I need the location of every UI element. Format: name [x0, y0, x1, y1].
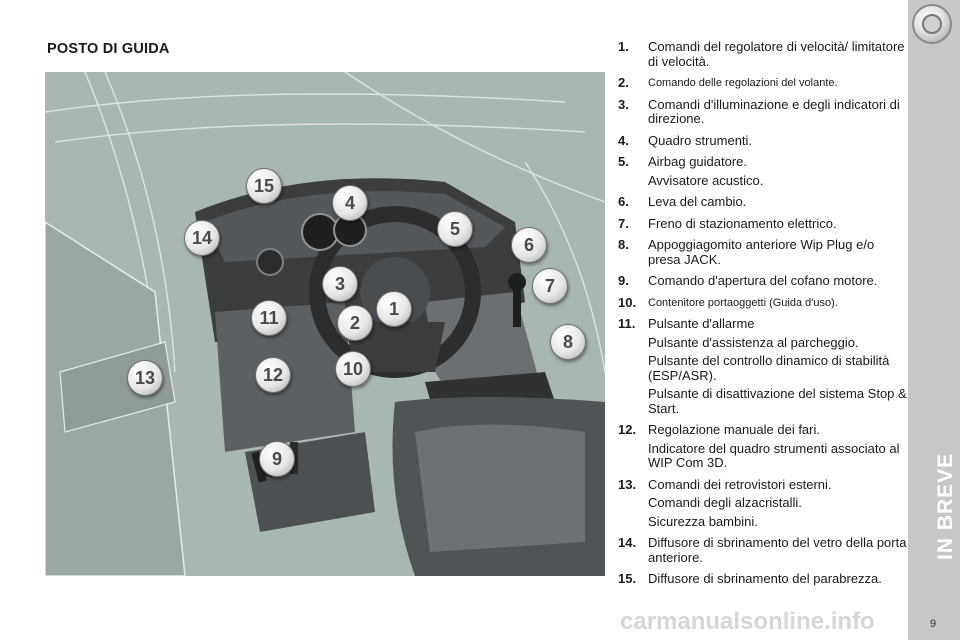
legend-text: Quadro strumenti.: [648, 132, 753, 148]
legend-text: Pulsante d'assistenza al parcheggio.: [648, 334, 859, 350]
legend-text: Comandi del regolatore di velocità/ limi…: [648, 39, 905, 69]
legend-text: Comandi d'illuminazione e degli indicato…: [648, 96, 900, 126]
legend-number: 1.: [618, 39, 629, 54]
legend-item-5: 5. Airbag guidatore. Avvisatore acustico…: [618, 154, 908, 188]
legend-item-11: 11. Pulsante d'allarme Pulsante d'assist…: [618, 316, 908, 416]
legend-text: Comando delle regolazioni del volante.: [648, 77, 838, 89]
callout-10: 10: [335, 351, 371, 387]
legend-item-9: 9. Comando d'apertura del cofano motore.: [618, 273, 908, 289]
legend-item-4: 4. Quadro strumenti.: [618, 132, 908, 149]
legend-text: Comandi degli alzacristalli.: [648, 495, 802, 510]
callout-13: 13: [127, 360, 163, 396]
legend-text: Airbag guidatore.: [648, 154, 748, 169]
callout-7: 7: [532, 268, 568, 304]
legend-number: 2.: [618, 75, 629, 90]
legend-number: 10.: [618, 294, 637, 310]
legend-item-3: 3. Comandi d'illuminazione e degli indic…: [618, 96, 908, 127]
legend-item-14: 14. Diffusore di sbrinamento del vetro d…: [618, 535, 908, 565]
legend-text: Appoggiagomito anteriore Wip Plug e/o pr…: [648, 237, 875, 267]
legend-text: Freno di stazionamento elettrico.: [648, 215, 837, 231]
legend-item-2: 2. Comando delle regolazioni del volante…: [618, 75, 908, 91]
legend-text: Diffusore di sbrinamento del parabrezza.: [648, 571, 882, 586]
legend-text: Comando d'apertura del cofano motore.: [648, 273, 878, 288]
section-sidebar: [908, 0, 960, 640]
legend-item-8: 8. Appoggiagomito anteriore Wip Plug e/o…: [618, 237, 908, 267]
legend-item-7: 7. Freno di stazionamento elettrico.: [618, 215, 908, 232]
callout-1: 1: [376, 291, 412, 327]
callout-11: 11: [251, 300, 287, 336]
legend-text: Pulsante di disattivazione del sistema S…: [648, 386, 907, 416]
dashboard-illustration: 15 4 14 5 6 3 7 11 2 1 8 12 10 13 9: [45, 72, 605, 576]
legend-item-10: 10. Contenitore portaoggetti (Guida d'us…: [618, 294, 908, 311]
legend-text: Pulsante d'allarme: [648, 316, 755, 331]
legend-number: 4.: [618, 132, 629, 148]
legend-number: 8.: [618, 237, 629, 252]
callout-9: 9: [259, 441, 295, 477]
legend-number: 5.: [618, 154, 629, 169]
legend-text: Leva del cambio.: [648, 194, 747, 209]
callout-2: 2: [337, 305, 373, 341]
page-title: POSTO DI GUIDA: [47, 41, 170, 57]
legend-text: Diffusore di sbrinamento del vetro della…: [648, 535, 907, 565]
legend-number: 3.: [618, 96, 629, 112]
legend-number: 9.: [618, 273, 629, 288]
legend-number: 15.: [618, 571, 637, 586]
legend-text: Contenitore portaoggetti (Guida d'uso).: [648, 296, 838, 309]
legend-text: Sicurezza bambini.: [648, 513, 758, 529]
legend-text: Avvisatore acustico.: [648, 172, 764, 188]
legend-item-15: 15. Diffusore di sbrinamento del parabre…: [618, 571, 908, 587]
legend-number: 14.: [618, 535, 637, 550]
callout-4: 4: [332, 185, 368, 221]
legend-text: Indicatore del quadro strumenti associat…: [648, 440, 900, 470]
callout-5: 5: [437, 211, 473, 247]
callout-12: 12: [255, 357, 291, 393]
legend-list: 1. Comandi del regolatore di velocità/ l…: [618, 39, 908, 594]
legend-item-13: 13. Comandi dei retrovistori esterni. Co…: [618, 476, 908, 530]
legend-number: 12.: [618, 422, 637, 437]
callout-15: 15: [246, 168, 282, 204]
page-number: 9: [929, 618, 937, 630]
callout-6: 6: [511, 227, 547, 263]
legend-number: 7.: [618, 215, 629, 231]
callout-8: 8: [550, 324, 586, 360]
watermark: carmanualsonline.info: [620, 608, 875, 635]
callout-14: 14: [184, 220, 220, 256]
legend-number: 11.: [618, 316, 636, 331]
section-title: IN BREVE: [934, 452, 957, 560]
legend-number: 13.: [618, 476, 637, 492]
legend-text: Regolazione manuale dei fari.: [648, 422, 820, 437]
legend-item-6: 6. Leva del cambio.: [618, 194, 908, 210]
cockpit-drawing: [45, 72, 605, 576]
callout-3: 3: [322, 266, 358, 302]
binder-ring-icon: [912, 4, 952, 44]
legend-text: Pulsante del controllo dinamico di stabi…: [648, 353, 890, 383]
legend-number: 6.: [618, 194, 629, 209]
legend-item-12: 12. Regolazione manuale dei fari. Indica…: [618, 422, 908, 471]
legend-item-1: 1. Comandi del regolatore di velocità/ l…: [618, 39, 908, 69]
legend-text: Comandi dei retrovistori esterni.: [648, 476, 832, 492]
